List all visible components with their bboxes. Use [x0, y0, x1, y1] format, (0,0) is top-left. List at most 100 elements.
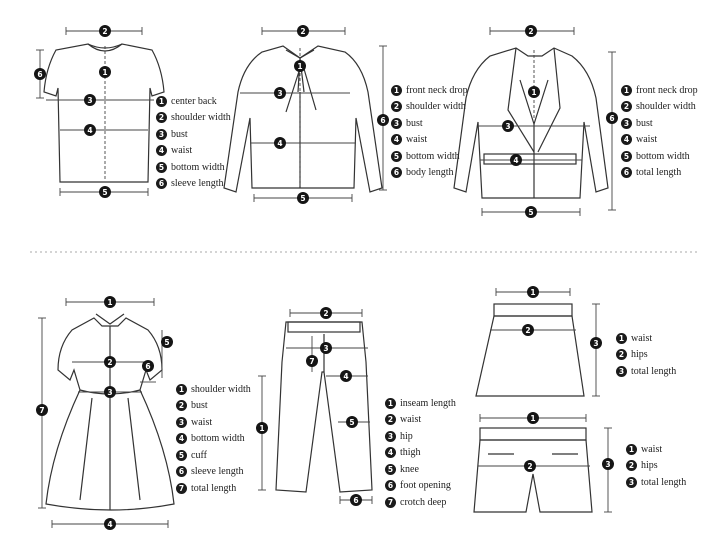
svg-text:2: 2 [323, 309, 328, 318]
svg-text:4: 4 [513, 156, 518, 165]
svg-text:5: 5 [349, 418, 354, 427]
legend-number: 5 [621, 150, 632, 162]
svg-text:3: 3 [605, 460, 610, 469]
tshirt-dimensions [36, 27, 154, 196]
legend-label: front neck drop [636, 84, 698, 96]
legend-label: hip [400, 430, 413, 442]
legend-label: total length [191, 482, 237, 494]
svg-text:7: 7 [309, 357, 314, 366]
legend-number: 2 [156, 112, 167, 124]
legend-label: hips [631, 349, 648, 361]
legend-label: sleeve length [191, 466, 244, 478]
legend-item: 2 shoulder width [391, 99, 468, 116]
legend-number: 3 [391, 117, 402, 129]
legend-item: 1 shoulder width [176, 381, 251, 398]
legend-number: 5 [156, 161, 167, 173]
pants-illustration [275, 321, 373, 493]
legend-label: thigh [400, 447, 421, 459]
blouse-dimensions [240, 27, 387, 202]
svg-text:2: 2 [527, 462, 532, 471]
legend-number: 1 [156, 95, 167, 107]
svg-text:4: 4 [277, 139, 282, 148]
legend-label: total length [641, 476, 687, 488]
svg-text:3: 3 [505, 122, 510, 131]
legend-number: 1 [176, 383, 187, 395]
legend-item: 3 waist [176, 414, 251, 431]
legend-number: 2 [391, 101, 402, 113]
legend-number: 4 [391, 134, 402, 146]
legend-label: waist [636, 134, 658, 146]
svg-text:1: 1 [102, 68, 107, 77]
legend-label: shoulder width [636, 101, 696, 113]
dress-dimensions [38, 298, 169, 528]
svg-text:6: 6 [37, 70, 42, 79]
svg-text:1: 1 [107, 298, 112, 307]
svg-text:2: 2 [102, 27, 107, 36]
legend-number: 3 [616, 365, 627, 377]
legend-label: crotch deep [400, 496, 447, 508]
legend-number: 1 [616, 332, 627, 344]
legend-number: 2 [621, 101, 632, 113]
legend-number: 2 [616, 349, 627, 361]
svg-text:5: 5 [164, 338, 169, 347]
svg-text:4: 4 [343, 372, 348, 381]
svg-text:5: 5 [528, 208, 533, 217]
legend-label: waist [191, 416, 213, 428]
dress-markers: 1 2 3 4 5 6 7 [36, 296, 173, 530]
svg-text:3: 3 [277, 89, 282, 98]
legend-number: 6 [156, 178, 167, 190]
svg-text:1: 1 [259, 424, 264, 433]
legend-item: 4 waist [391, 132, 468, 149]
legend-label: total length [631, 365, 677, 377]
pants-markers: 2 3 4 5 6 1 7 [256, 307, 362, 506]
legend-label: bust [636, 117, 653, 129]
legend-label: total length [636, 167, 682, 179]
legend-label: bust [171, 128, 188, 140]
shorts-illustration [473, 427, 593, 513]
svg-text:1: 1 [530, 288, 535, 297]
legend-label: waist [641, 443, 663, 455]
svg-text:6: 6 [145, 362, 150, 371]
pants-dimensions [258, 309, 373, 504]
legend-label: waist [171, 145, 193, 157]
legend-label: shoulder width [406, 101, 466, 113]
tshirt-markers: 2 1 3 4 5 6 [34, 25, 111, 198]
legend-number: 3 [176, 416, 187, 428]
svg-text:5: 5 [102, 188, 107, 197]
legend-number: 5 [385, 463, 396, 475]
legend-label: waist [406, 134, 428, 146]
svg-text:5: 5 [300, 194, 305, 203]
shorts-markers: 1 2 3 [524, 412, 614, 472]
legend-number: 6 [176, 466, 187, 478]
legend-label: shoulder width [191, 383, 251, 395]
svg-text:1: 1 [297, 62, 302, 71]
legend-number: 1 [385, 397, 396, 409]
legend-label: bust [191, 400, 208, 412]
svg-text:3: 3 [107, 388, 112, 397]
legend-label: hips [641, 460, 658, 472]
legend-label: waist [631, 332, 653, 344]
